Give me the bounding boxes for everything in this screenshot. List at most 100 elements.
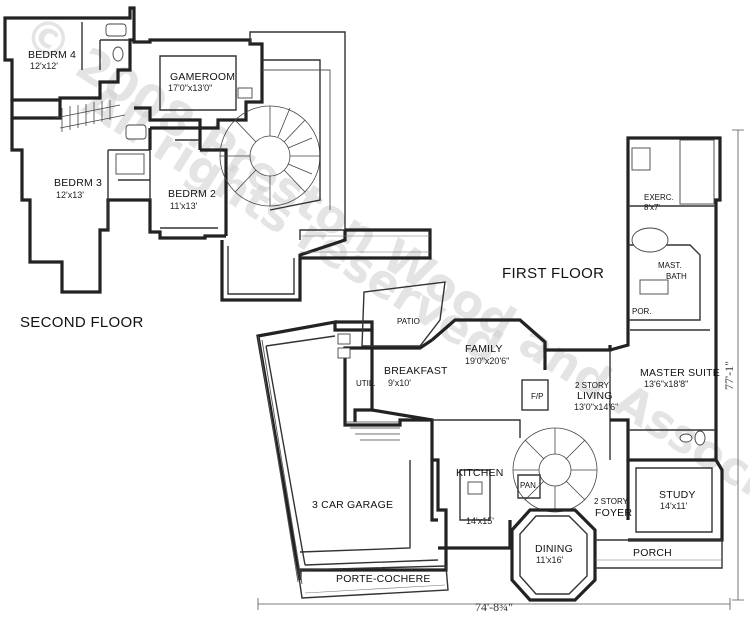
porch-small-label: POR. [632,307,652,316]
bedroom2-walls [148,126,228,236]
bedroom2-label: BEDRM 2 [168,188,216,200]
overall-dimension-lines: 74'-8¾" 77'-1" [257,129,744,614]
living-size: 13'0"x14'6" [574,402,618,412]
bedroom3-walls [10,118,226,294]
gameroom-fixture [237,87,253,99]
second-floor-plan: BEDRM 4 12'x12' GAMEROOM 17'0"x13'0" BED… [3,6,432,331]
bedroom3-label: BEDRM 3 [54,177,102,189]
dining-label: DINING [535,543,573,555]
half-bath-toilet-icon [694,430,706,446]
exercise-label: EXERC. [644,193,674,202]
second-floor-porch-inner [227,246,295,295]
kitchen-island [459,469,491,521]
study-size: 14'x11' [660,501,688,511]
vanity-icon [639,279,669,295]
gameroom-inner-line [159,55,237,111]
living-label-2: LIVING [577,390,613,402]
sink-icon [125,124,147,140]
porch-outline [595,539,723,569]
kitchen-size: 14'x15' [466,516,494,526]
exercise-equipment-icon [631,147,651,171]
pantry-walls [517,474,541,499]
fireplace-label: F/P [531,392,543,401]
bedroom2-closet-walls [160,139,218,229]
garage-label: 3 CAR GARAGE [312,499,393,511]
utility-walls [335,320,374,422]
open-to-below-railing [249,31,346,240]
bedroom4-label: BEDRM 4 [28,49,76,61]
porch-label: PORCH [633,547,672,559]
bath2-tub-icon [115,153,145,175]
dining-inner-line [519,515,588,595]
depth-dimension-line [732,129,744,601]
master-closet [679,139,715,205]
garage-walls [256,320,448,581]
gameroom-label: GAMEROOM [170,71,235,83]
deck-boards [300,235,430,253]
breakfast-label: BREAKFAST [384,365,448,377]
washer-icon [337,333,351,345]
bedroom2-size: 11'x13' [170,201,198,211]
garage-inner-lines [265,335,439,566]
exercise-size: 8'x7' [644,203,660,212]
bedroom4-closet-walls [81,22,130,70]
master-suite-size: 13'6"x18'8" [644,379,688,389]
toilet-icon [112,46,124,62]
family-label: FAMILY [465,343,503,355]
living-label-1: 2 STORY [575,381,610,390]
rear-stair [345,421,400,441]
second-floor-porch-walls [220,230,347,302]
spiral-stair-treads [220,106,320,206]
porte-cochere-label: PORTE-COCHERE [336,573,431,585]
kitchen-walls [430,460,512,550]
dining-walls [510,508,597,602]
foyer-label-2: FOYER [595,507,632,519]
master-wing-interior [628,205,716,331]
second-floor-stair [54,100,126,132]
pantry-label: PAN. [520,481,538,490]
master-bath-label-1: MAST. [658,261,682,270]
first-floor-title: FIRST FLOOR [502,265,604,282]
first-floor-plan: FIRST FLOOR EXERC. 8'x7' MAST. BATH POR.… [256,136,724,602]
master-bath-label-2: BATH [666,272,687,281]
family-size: 19'0"x20'6" [465,356,509,366]
study-inner-line [635,467,713,533]
study-label: STUDY [659,489,696,501]
overall-depth-label: 77'-1" [722,361,736,390]
bathtub-icon [105,23,127,37]
breakfast-size: 9'x10' [388,378,411,388]
porte-cochere-outline [297,565,449,599]
bedroom3-size: 12'x13' [56,190,84,200]
foyer-spiral-treads [513,428,597,512]
upper-hall-walls [10,100,62,120]
bedroom4-walls [3,6,136,102]
fireplace-box [521,379,549,411]
master-suite-label: MASTER SUITE [640,367,720,379]
gameroom-size: 17'0"x13'0" [168,83,212,93]
width-dimension-line [257,598,731,610]
overall-width-label: 74'-8¾" [475,600,513,614]
garage-side-wall-line [257,335,303,585]
patio-label: PATIO [397,317,420,326]
dryer-icon [337,347,351,359]
master-tub-icon [631,227,669,253]
master-wing-walls [609,136,722,462]
patio-outline [361,281,446,347]
porte-cochere-line [304,584,446,594]
cooktop-icon [467,481,483,495]
gameroom-walls [132,38,264,130]
dining-size: 11'x16' [536,555,564,565]
breakfast-walls [371,338,433,422]
bedroom4-size: 12'x12' [30,61,58,71]
utility-label: UTIL. [356,379,376,388]
living-walls [432,350,611,460]
kitchen-label: KITCHEN [456,467,504,479]
living-north-wall [543,345,612,352]
half-bath-sink-icon [679,433,693,443]
balcony-deck [300,228,432,260]
balcony-line [262,69,331,210]
second-floor-title: SECOND FLOOR [20,314,144,331]
foyer-label-1: 2 STORY [594,497,629,506]
